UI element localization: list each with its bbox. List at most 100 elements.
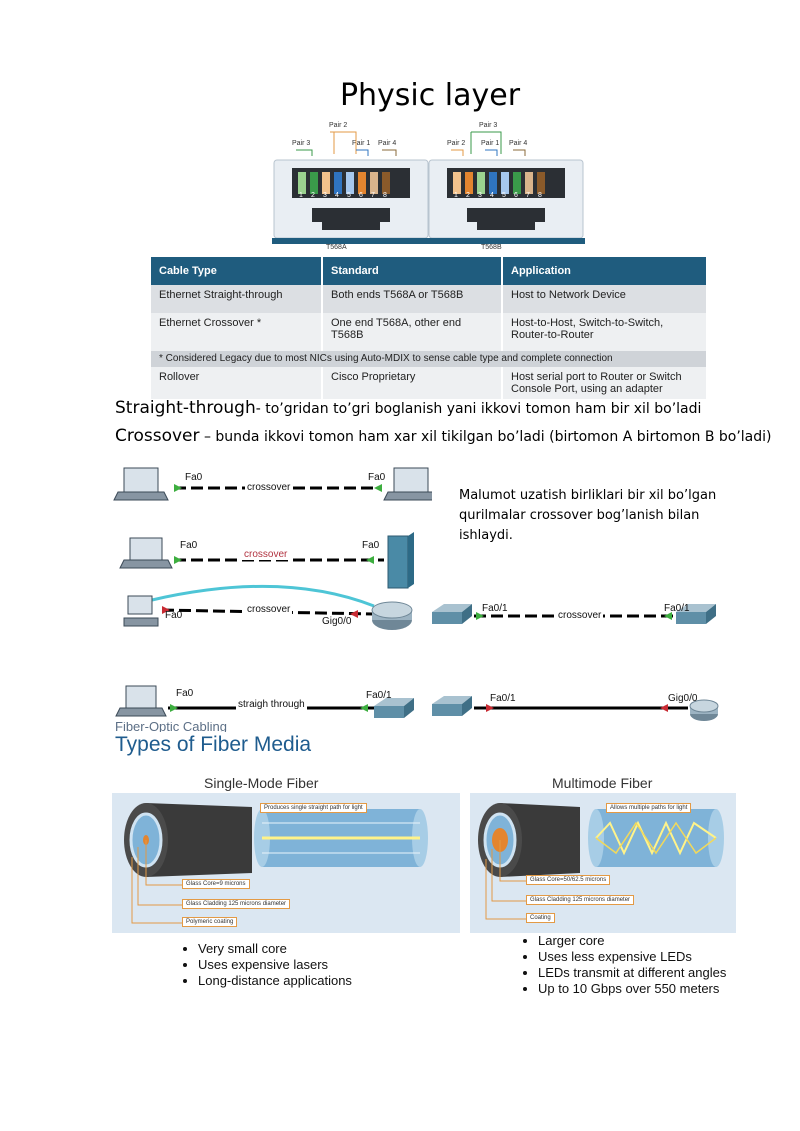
fiber-cable-icon — [124, 803, 428, 924]
cable-label: crossover — [242, 549, 290, 560]
port-label: Fa0 — [180, 540, 198, 551]
list-item: LEDs transmit at different angles — [538, 965, 726, 981]
switch-icon — [374, 698, 414, 718]
pair-label: Pair 3 — [292, 140, 311, 147]
standard-caption: T568A — [326, 244, 347, 251]
port-label: Gig0/0 — [668, 693, 698, 704]
table-cell: Both ends T568A or T568B — [322, 285, 503, 313]
pair-label: Pair 2 — [329, 122, 348, 129]
cable-label: straigh through — [236, 699, 307, 710]
fiber-coating-label: Coating — [526, 913, 555, 923]
pin-number: 7 — [371, 192, 375, 199]
rj45-connector-icon — [427, 131, 585, 244]
list-item: Larger core — [538, 933, 726, 949]
fiber-subtitle: Fiber-Optic Cabling — [115, 722, 227, 732]
crossover-definition: Crossover – bunda ikkovi tomon ham xar x… — [115, 426, 772, 446]
table-header: Standard — [322, 257, 503, 285]
single-mode-illustration: Produces single straight path for light … — [112, 793, 460, 933]
pin-number: 8 — [538, 192, 542, 199]
definition-text: – bunda ikkovi tomon ham xar xil tikilga… — [199, 429, 772, 445]
router-icon — [689, 699, 719, 721]
pair-label: Pair 3 — [479, 122, 498, 129]
multimode-heading: Multimode Fiber — [552, 775, 653, 791]
port-label: Fa0 — [185, 472, 203, 483]
port-label: Fa0/1 — [664, 603, 690, 614]
page-title: Physic layer — [339, 78, 521, 113]
laptop-icon — [115, 685, 167, 717]
crossover-diagram-pc-router — [123, 584, 413, 630]
table-header: Cable Type — [151, 257, 323, 285]
table-row: Ethernet Straight-through Both ends T568… — [151, 285, 708, 313]
pair-label: Pair 2 — [447, 140, 466, 147]
table-cell: Host-to-Host, Switch-to-Switch, Router-t… — [502, 313, 708, 351]
list-item: Uses expensive lasers — [198, 957, 352, 973]
table-row: Rollover Cisco Proprietary Host serial p… — [151, 367, 708, 399]
port-label: Fa0/1 — [490, 693, 516, 704]
table-row: Ethernet Crossover * One end T568A, othe… — [151, 313, 708, 351]
port-label: Fa0/1 — [366, 690, 392, 701]
list-item: Uses less expensive LEDs — [538, 949, 726, 965]
table-cell: Host serial port to Router or Switch Con… — [502, 367, 708, 399]
pair-label: Pair 1 — [481, 140, 500, 147]
list-item: Up to 10 Gbps over 550 meters — [538, 981, 726, 997]
port-label: Fa0 — [165, 610, 183, 621]
pin-number: 5 — [502, 192, 506, 199]
switch-icon — [432, 604, 472, 624]
fiber-caption: Allows multiple paths for light — [606, 803, 692, 813]
port-label: Fa0 — [368, 472, 386, 483]
pair-label: Pair 4 — [378, 140, 397, 147]
fiber-cable-icon — [478, 803, 724, 920]
fiber-caption: Produces single straight path for light — [260, 803, 367, 813]
multimode-illustration: Allows multiple paths for light Glass Co… — [470, 793, 736, 933]
pin-number: 1 — [299, 192, 303, 199]
pair-label: Pair 1 — [352, 140, 371, 147]
desktop-pc-icon — [123, 595, 159, 627]
list-item: Very small core — [198, 941, 352, 957]
pin-number: 5 — [347, 192, 351, 199]
server-icon — [387, 532, 414, 589]
fiber-title: Types of Fiber Media — [115, 733, 312, 756]
table-header: Application — [502, 257, 708, 285]
rj45-t568b-figure: Pair 2 Pair 3 Pair 1 Pair 4 1 2 3 4 5 6 … — [427, 120, 585, 252]
fiber-core-label: Glass Core=50/62.5 microns — [526, 875, 611, 885]
cable-type-table: Cable Type Standard Application Ethernet… — [151, 257, 708, 399]
crossover-diagram-switch-switch — [432, 604, 716, 624]
table-note-row: * Considered Legacy due to most NICs usi… — [151, 351, 708, 367]
pin-number: 3 — [478, 192, 482, 199]
crossover-diagram-pc-server — [119, 532, 414, 589]
straight-through-definition: Straight-through- to’gridan to’gri bogla… — [115, 398, 701, 418]
table-cell: Ethernet Straight-through — [151, 285, 323, 313]
cable-label: crossover — [556, 610, 604, 621]
switch-icon — [432, 696, 472, 716]
router-icon — [371, 601, 413, 630]
pin-number: 7 — [526, 192, 530, 199]
standard-caption: T568B — [481, 244, 502, 251]
table-cell: One end T568A, other end T568B — [322, 313, 503, 351]
crossover-diagram-pc-pc — [113, 467, 432, 501]
definition-term: Straight-through — [115, 398, 256, 418]
pin-number: 2 — [466, 192, 470, 199]
rj45-t568a-figure: Pair 3 Pair 2 Pair 1 Pair 4 1 2 3 4 5 6 … — [272, 120, 430, 252]
switch-icon — [676, 604, 716, 624]
table-cell: Ethernet Crossover * — [151, 313, 323, 351]
straight-through-diagram-switch-router — [432, 696, 719, 721]
pin-number: 1 — [454, 192, 458, 199]
list-item: Long-distance applications — [198, 973, 352, 989]
pin-number: 8 — [383, 192, 387, 199]
definition-term: Crossover — [115, 426, 200, 446]
crossover-note: Malumot uzatish birliklari bir xil bo’lg… — [459, 488, 717, 543]
fiber-core-label: Glass Core=9 microns — [182, 879, 250, 889]
single-mode-bullets: Very small core Uses expensive lasers Lo… — [176, 941, 352, 989]
port-label: Fa0 — [362, 540, 380, 551]
laptop-icon — [119, 537, 173, 569]
cable-label: crossover — [245, 604, 293, 615]
laptop-icon — [383, 467, 432, 501]
table-cell: Rollover — [151, 367, 323, 399]
pin-number: 6 — [359, 192, 363, 199]
pin-number: 4 — [335, 192, 339, 199]
laptop-icon — [113, 467, 169, 501]
multimode-bullets: Larger core Uses less expensive LEDs LED… — [516, 933, 726, 997]
table-note: * Considered Legacy due to most NICs usi… — [151, 351, 708, 367]
pin-number: 3 — [323, 192, 327, 199]
fiber-cladding-label: Glass Cladding 125 microns diameter — [526, 895, 635, 905]
